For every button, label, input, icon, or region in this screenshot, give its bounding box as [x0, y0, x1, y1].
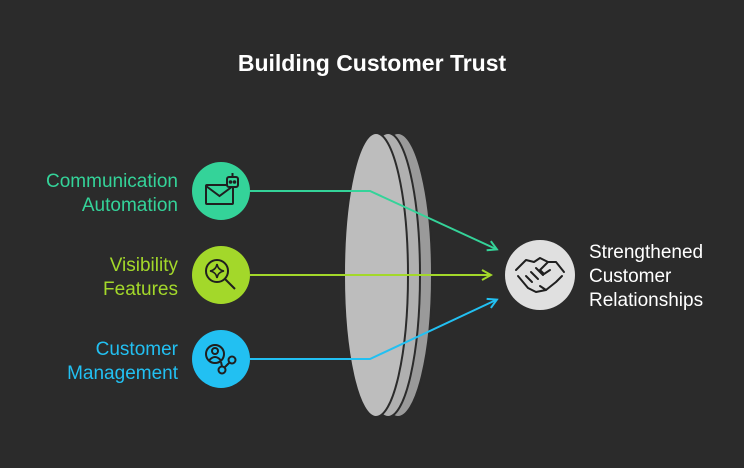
label-visibility-features: Visibility Features: [103, 254, 178, 302]
label-communication-automation: Communication Automation: [46, 170, 178, 218]
email-robot-icon: [205, 173, 239, 205]
label-line: Customer: [589, 266, 672, 287]
node-visibility-features: [192, 246, 250, 304]
user-network-icon: [205, 344, 237, 375]
diagram-title: Building Customer Trust: [237, 50, 507, 76]
connector-customer: [250, 300, 496, 360]
node-communication-automation: [192, 162, 250, 220]
connector-communication: [250, 190, 496, 249]
handshake-icon: [515, 257, 565, 293]
node-strengthened-relationships: [505, 240, 575, 310]
magnify-sparkle-icon: [205, 259, 236, 290]
label-line: Features: [103, 279, 178, 300]
label-customer-management: Customer Management: [67, 338, 178, 386]
label-line: Strengthened: [589, 242, 704, 263]
node-customer-management: [192, 330, 250, 388]
label-strengthened-relationships: Strengthened Customer Relationships: [589, 241, 703, 313]
label-line: Automation: [81, 195, 178, 216]
label-line: Customer: [95, 339, 178, 360]
label-line: Communication: [46, 171, 178, 192]
label-line: Visibility: [109, 255, 178, 276]
label-line: Relationships: [589, 290, 704, 311]
label-line: Management: [67, 363, 178, 384]
